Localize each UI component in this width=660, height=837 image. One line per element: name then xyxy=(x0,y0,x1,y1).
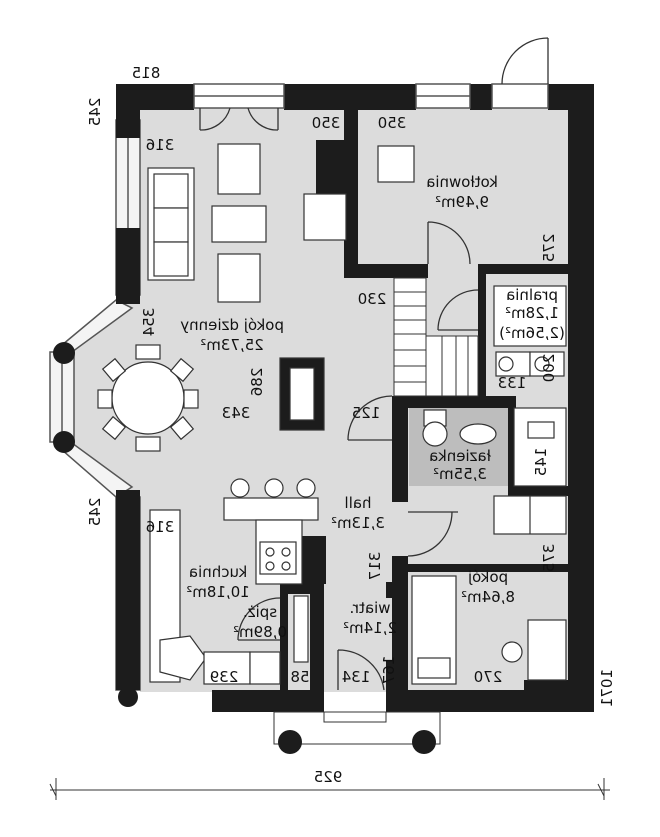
dim-room-bottom: 270 xyxy=(474,668,503,686)
shower xyxy=(513,407,567,487)
room-pokoj-area: 8,64m² xyxy=(461,588,515,606)
bay-column-3 xyxy=(118,687,138,707)
room-pantry-area: 0,89m² xyxy=(233,623,287,641)
furniture xyxy=(97,143,567,685)
room-living-name: pokój dzienny xyxy=(180,316,284,334)
dim-vestibule-bottom: 134 xyxy=(342,668,371,686)
room-laundry-area: 1,28m² xyxy=(505,304,559,322)
room-laundry-area-alt: (2,56m²) xyxy=(499,324,565,342)
room-labels: pokój dzienny 25,73m² kotłownia 9,49m² p… xyxy=(180,173,565,641)
dim-living-inner-b: 343 xyxy=(222,404,251,422)
dimension-lines xyxy=(49,778,610,800)
room-living-area: 25,73m² xyxy=(200,336,264,354)
dim-boiler-top: 350 xyxy=(378,114,407,132)
bay-column-1 xyxy=(53,342,75,364)
dim-living-top-left: 316 xyxy=(146,136,175,154)
dim-bathroom-side: 145 xyxy=(532,448,550,477)
dim-living-inner-a: 286 xyxy=(248,368,266,397)
dim-lower-left-side: 245 xyxy=(86,498,104,527)
dim-stair-left: 230 xyxy=(358,290,387,308)
room-kitchen-area: 10,18m² xyxy=(186,583,250,601)
stairs xyxy=(393,277,479,397)
room-kitchen-name: kuchnia xyxy=(189,563,247,581)
entrance xyxy=(53,342,441,754)
room-laundry-name: pralnia xyxy=(506,286,558,304)
column-left xyxy=(278,730,302,754)
room-pokoj-name: pokój xyxy=(468,568,508,586)
dim-boiler-right: 275 xyxy=(540,234,558,263)
dim-kitchen-bottom: 239 xyxy=(210,668,239,686)
dim-hall-bottom: 317 xyxy=(366,552,384,581)
room-hall-name: hall xyxy=(344,494,371,512)
dim-laundry-bottom: 133 xyxy=(498,374,527,392)
coffee-table xyxy=(211,205,267,243)
armchair-top xyxy=(217,143,261,195)
fireplace xyxy=(303,193,347,241)
room-bathroom-area: 3,55m² xyxy=(433,465,487,483)
dim-right-total: 1071 xyxy=(598,669,616,707)
bay-column-2 xyxy=(53,431,75,453)
dim-living-top-right: 350 xyxy=(312,114,341,132)
room-boiler-area: 9,49m² xyxy=(435,193,489,211)
dim-upper-left-side: 245 xyxy=(86,98,104,127)
walls xyxy=(116,84,594,712)
dim-kitchen-top: 316 xyxy=(146,518,175,536)
dim-vestibule-side: 167 xyxy=(380,656,398,685)
windows xyxy=(193,83,549,109)
dimension-labels: 815 316 350 350 230 343 125 133 316 239 … xyxy=(132,64,527,786)
room-hall-area: 3,13m² xyxy=(331,514,385,532)
dim-bottom-total: 925 xyxy=(314,768,343,786)
column-right xyxy=(412,730,436,754)
room-pantry-name: spiż. xyxy=(243,603,277,621)
room-boiler-name: kotłownia xyxy=(426,173,498,191)
dim-pantry-bottom: 58 xyxy=(290,668,309,686)
room-vestibule-area: 2,14m² xyxy=(343,619,397,637)
washer xyxy=(493,285,567,347)
vertical-dimension-labels: 245 275 354 286 200 145 245 317 375 167 … xyxy=(86,98,616,707)
dim-top-left: 815 xyxy=(132,64,161,82)
dim-laundry-side: 200 xyxy=(540,354,558,383)
dim-living-side: 354 xyxy=(140,308,158,337)
dim-room-side: 375 xyxy=(540,544,558,573)
armchair-bottom xyxy=(217,253,261,303)
room-vestibule-name: wiatr. xyxy=(349,599,390,617)
room-bathroom-name: łazienka xyxy=(429,447,491,465)
doors xyxy=(199,37,549,691)
dim-stair-bottom: 125 xyxy=(352,404,381,422)
